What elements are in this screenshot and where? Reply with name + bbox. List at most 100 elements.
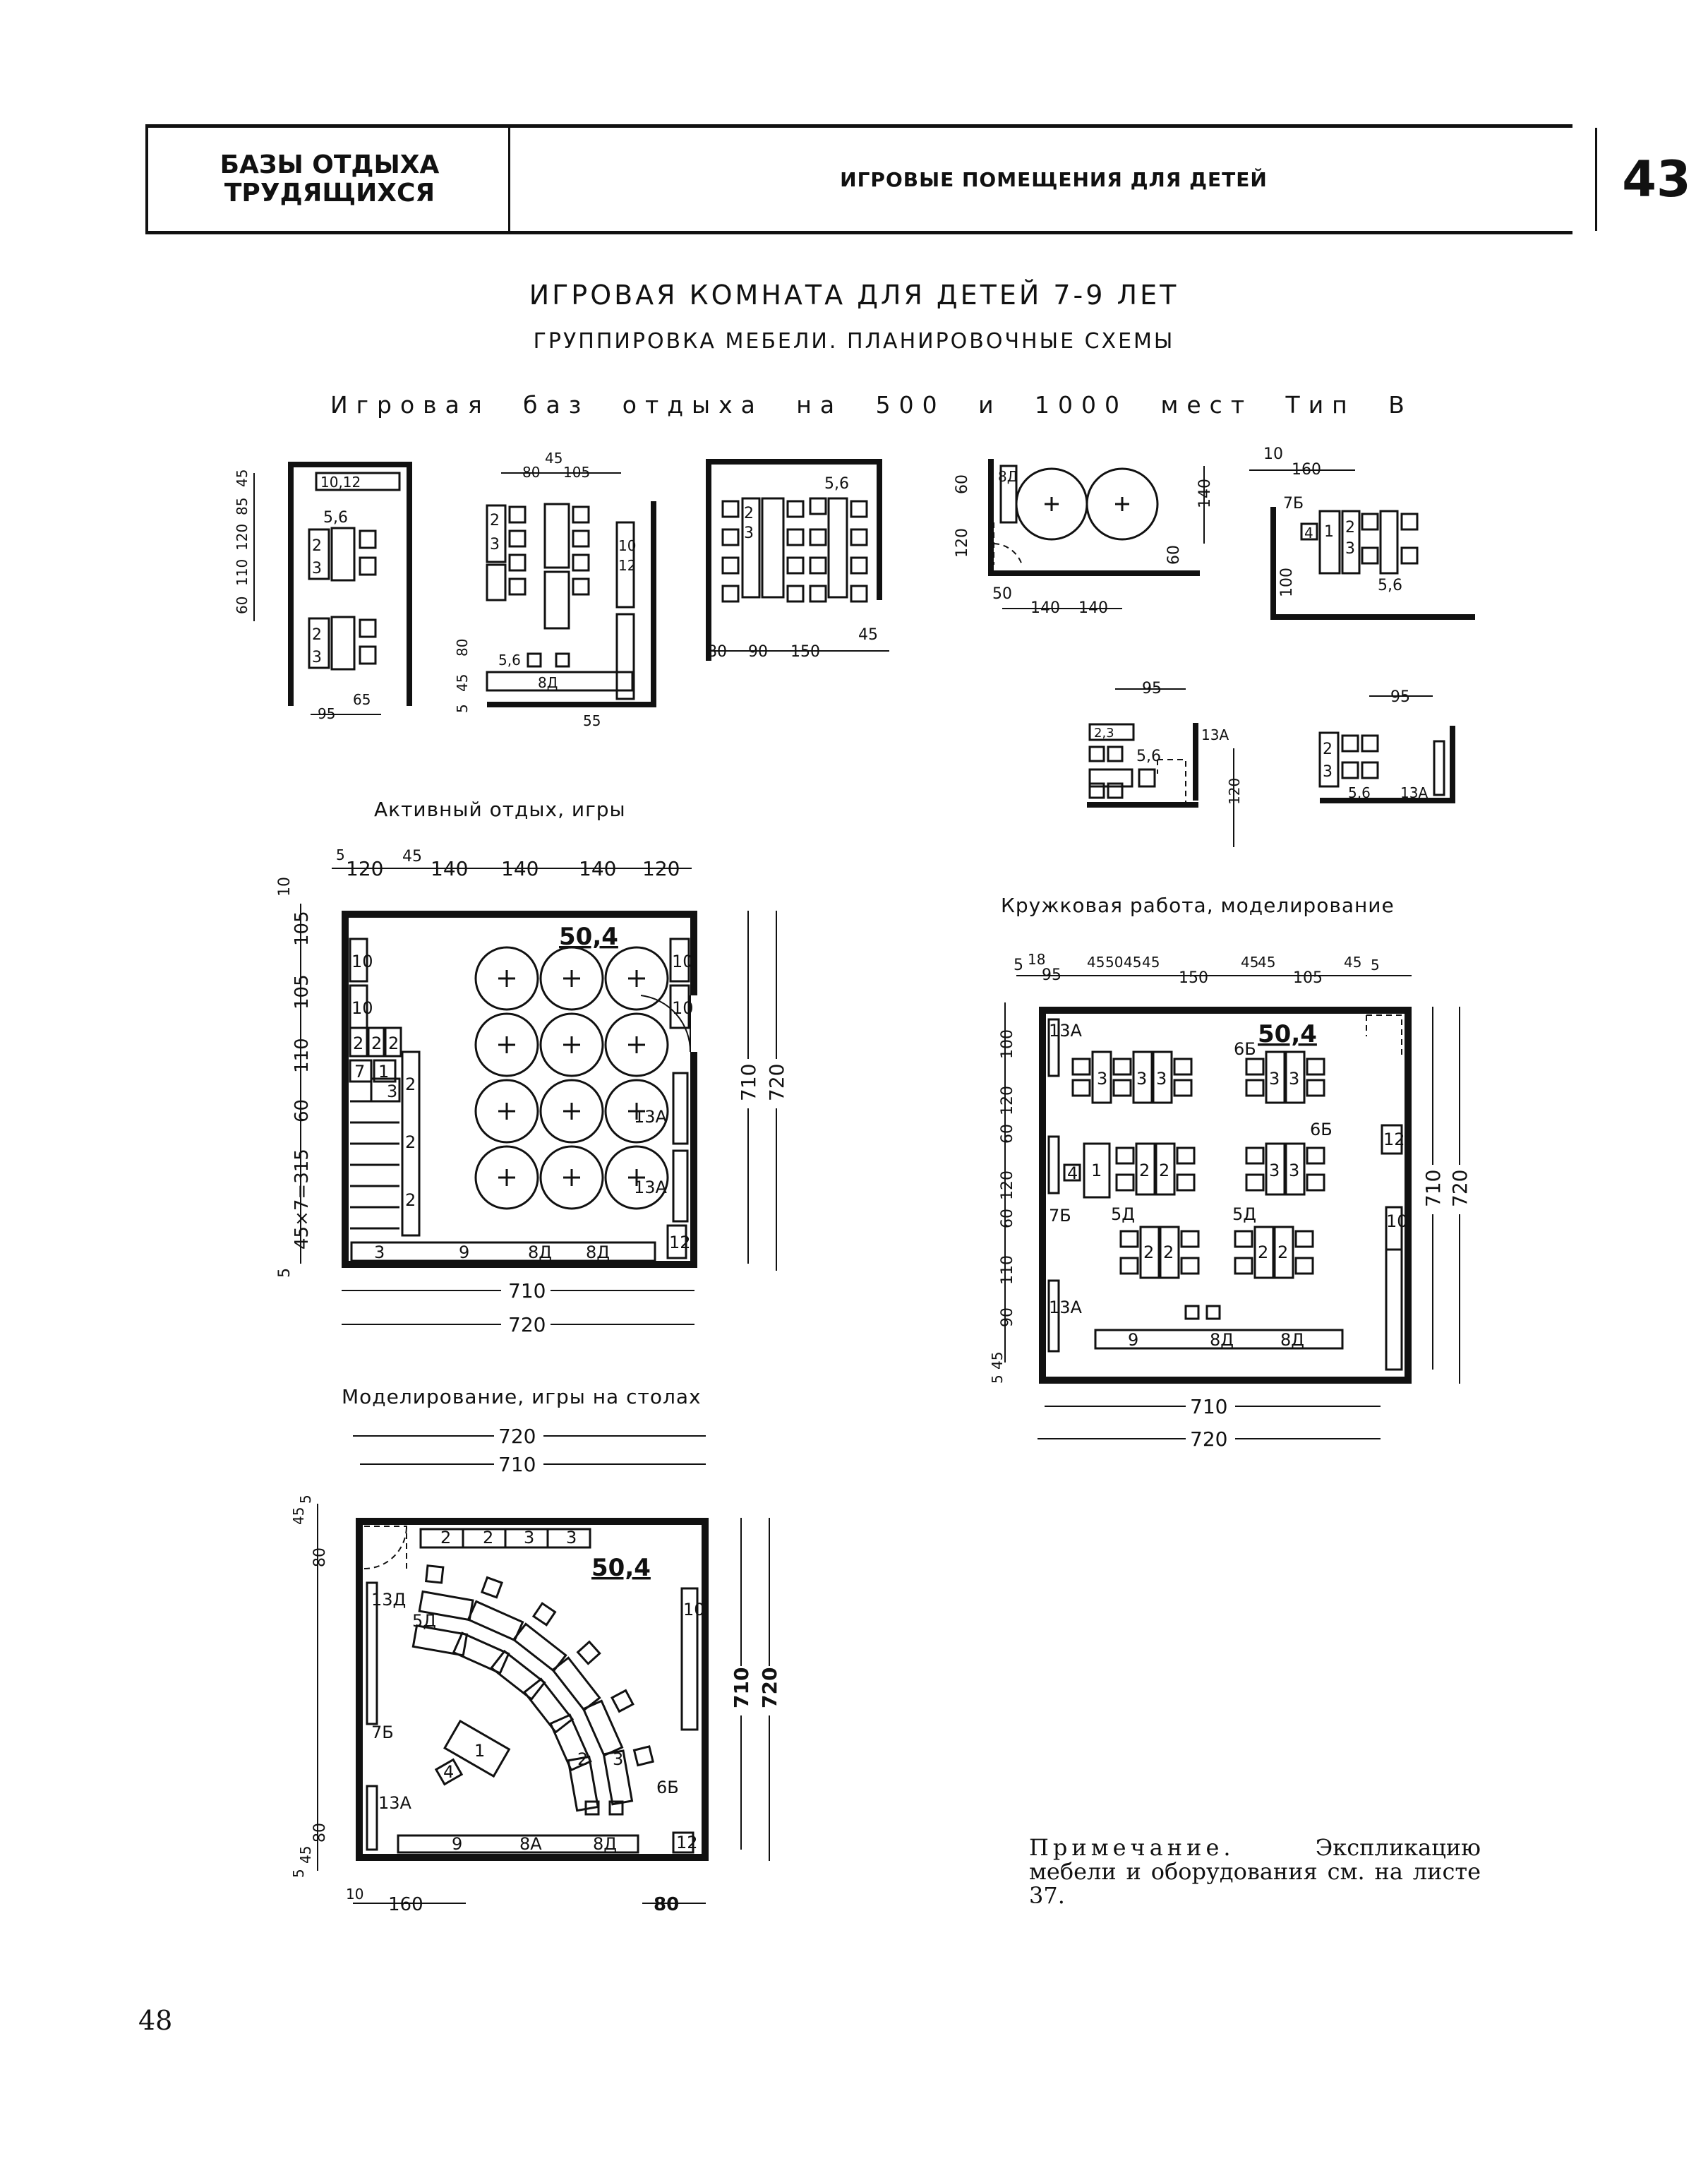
label: 3 (1345, 540, 1355, 558)
dim: 120 (234, 524, 251, 551)
wall (1039, 1007, 1046, 1384)
scheme-2: 80 45 105 2 3 10 12 5,6 8Д 80 45 5 55 (454, 450, 656, 729)
area-label: 50,4 (559, 923, 618, 951)
section-title: БАЗЫ ОТДЫХА ТРУДЯЩИХСЯ (145, 128, 511, 231)
dim: 55 (583, 712, 601, 729)
door (1366, 1014, 1402, 1058)
label: 6Б (656, 1778, 679, 1797)
wall (651, 501, 656, 706)
dim: 150 (1179, 969, 1208, 987)
wall (690, 1052, 697, 1268)
round-table (539, 1145, 604, 1210)
round-table (539, 946, 604, 1011)
dim: 60 (291, 1099, 313, 1122)
label: 6Б (1310, 1120, 1333, 1139)
arc-table (582, 1699, 624, 1757)
label: 5Д (412, 1611, 436, 1631)
wall (1405, 1007, 1412, 1384)
dim: 5 (1371, 957, 1380, 974)
label: 2 (1159, 1161, 1169, 1180)
chair (480, 1576, 503, 1599)
label: 12 (1383, 1130, 1405, 1149)
wall (1193, 723, 1198, 801)
label: 3 (1269, 1161, 1280, 1180)
label: 13А (1049, 1021, 1083, 1041)
wall (690, 911, 697, 995)
dim: 80 (454, 639, 471, 657)
label: 3 (566, 1528, 577, 1547)
round-table (474, 1145, 539, 1210)
dim: 100 (1278, 568, 1296, 597)
dim: 10 (346, 1886, 363, 1903)
round-table (474, 1079, 539, 1144)
chair (632, 1745, 654, 1767)
label: 3 (312, 560, 322, 577)
dim: 45 (1124, 954, 1141, 971)
table-center-mark (498, 1036, 515, 1053)
label: 8А (519, 1834, 542, 1854)
label: 1 (378, 1062, 389, 1082)
page-number: 48 (138, 2005, 173, 2036)
wall (988, 570, 1200, 576)
label: 2 (388, 1034, 399, 1053)
dim: 720 (758, 1667, 781, 1708)
label: 3 (1097, 1069, 1107, 1089)
label: 10 (351, 952, 373, 971)
wall (342, 1261, 697, 1268)
arc-table (522, 1677, 575, 1734)
label: 5,6 (498, 652, 521, 669)
dim: 120 (999, 1086, 1016, 1115)
label: 4 (1067, 1163, 1078, 1183)
label: 10 (618, 537, 636, 554)
label: 4 (1304, 525, 1313, 541)
dim: 45 (402, 848, 422, 866)
label: 2 (744, 505, 754, 522)
scheme-3: 5,6 2 3 80 90 150 45 (706, 459, 889, 661)
note: Примечание. Экспликацию мебели и оборудо… (1029, 1835, 1481, 1908)
label: 5Д (1232, 1204, 1256, 1224)
caption-modeling: Моделирование, игры на столах (342, 1385, 702, 1408)
plan-circle: 5 18 95 45 50 45 45 150 45 45 105 45 5 1… (989, 951, 1472, 1451)
wall (356, 1518, 363, 1861)
round-table (539, 1012, 604, 1077)
dim: 160 (388, 1894, 423, 1915)
dim: 45 (297, 1846, 314, 1864)
label: 2 (1277, 1242, 1288, 1262)
dim: 65 (353, 691, 371, 708)
wall (1270, 507, 1276, 620)
wall (407, 462, 412, 706)
section-title-line2: ТРУДЯЩИХСЯ (224, 179, 435, 208)
dim: 5 (290, 1869, 307, 1878)
label: 10 (1386, 1211, 1408, 1231)
dim: 85 (234, 498, 251, 515)
section-title-line1: БАЗЫ ОТДЫХА (219, 150, 440, 179)
label: 3 (1289, 1069, 1299, 1089)
wall (356, 1518, 709, 1525)
dim: 45 (989, 1352, 1006, 1370)
dim: 50 (992, 585, 1012, 603)
wall (1039, 1377, 1412, 1384)
dim: 80 (311, 1823, 329, 1843)
table-center-mark (498, 1169, 515, 1186)
label: 9 (459, 1242, 469, 1262)
dim: 105 (291, 911, 313, 946)
scheme-1: 10,12 5,6 2 3 2 3 45 85 120 110 60 95 65 (234, 462, 412, 722)
arc-tables (411, 1564, 654, 1812)
dim: 45 (1241, 954, 1258, 971)
label: 8Д (1210, 1330, 1234, 1350)
dim: 120 (954, 528, 971, 558)
round-table (474, 946, 539, 1011)
wall (877, 459, 882, 600)
dim: 60 (234, 597, 251, 614)
round-table (1085, 467, 1159, 541)
dim: 80 (707, 643, 727, 661)
dim: 50 (1105, 954, 1123, 971)
dim: 10 (276, 877, 294, 897)
label: 13Д (371, 1590, 406, 1610)
dim: 18 (1028, 951, 1045, 968)
round-table (604, 1012, 669, 1077)
label: 2 (371, 1034, 382, 1053)
label: 3 (524, 1528, 534, 1547)
label: 10 (683, 1600, 705, 1619)
door (363, 1526, 407, 1569)
